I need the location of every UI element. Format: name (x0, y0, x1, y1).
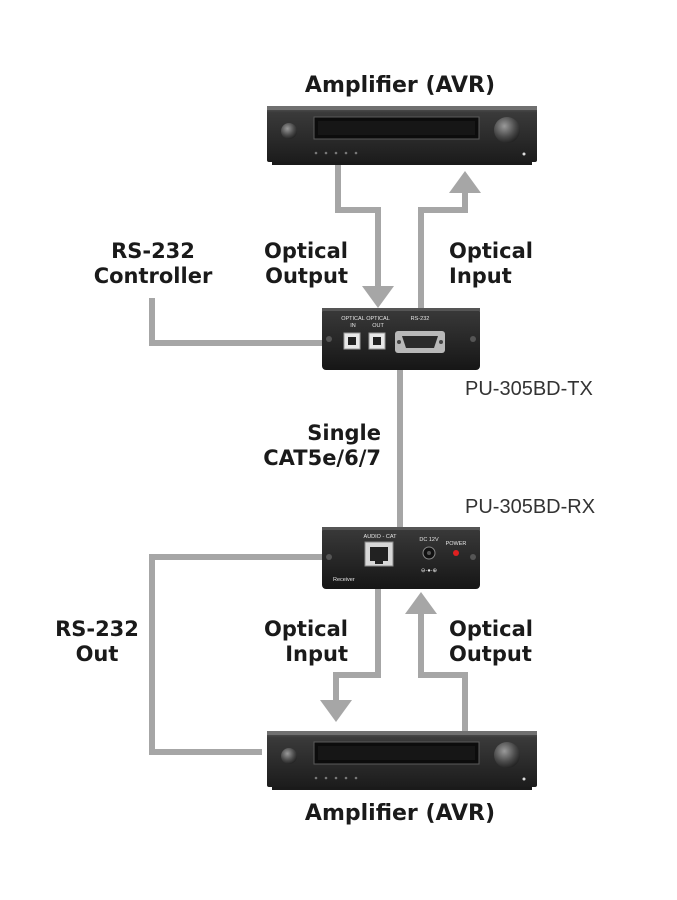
cable-rs232-controller (149, 298, 322, 346)
rx-port-audio-cat-label: AUDIO - CAT (364, 534, 398, 540)
cable-optical-output-bottom (418, 612, 468, 733)
label-optical-input-top-line1: Optical (449, 239, 533, 263)
arrow-heads (320, 171, 481, 722)
model-tx: PU-305BD-TX (465, 378, 593, 400)
rx-polarity-icon: ⊖-●-⊕ (421, 568, 438, 574)
cable-optical-input-top (418, 190, 468, 310)
tx-rs232-port (395, 331, 445, 353)
cable-optical-output-top (335, 163, 381, 290)
label-optical-input-bottom-line2: Input (285, 642, 348, 666)
title-amplifier-bottom: Amplifier (AVR) (305, 801, 495, 826)
arrow-up-top-icon (449, 171, 481, 193)
label-rs232-controller-line1: RS-232 (111, 239, 195, 263)
tx-device: OPTICAL IN OPTICAL OUT RS-232 (322, 308, 480, 370)
arrow-down-top-icon (362, 286, 394, 308)
arrow-down-bottom-icon (320, 700, 352, 722)
label-single-cat-line1: Single (307, 421, 381, 445)
tx-port-rs232-label: RS-232 (411, 316, 430, 322)
tx-port-optical-in-line1: OPTICAL (341, 316, 365, 322)
tx-port-optical-out-line1: OPTICAL (366, 316, 390, 322)
rx-port-power-label: POWER (446, 541, 467, 547)
cable-optical-input-bottom (333, 585, 381, 700)
label-optical-output-top-line1: Optical (264, 239, 348, 263)
model-rx: PU-305BD-RX (465, 496, 595, 518)
label-rs232-out-line1: RS-232 (55, 617, 139, 641)
title-amplifier-top: Amplifier (AVR) (305, 73, 495, 98)
label-optical-input-bottom-line1: Optical (264, 617, 348, 641)
amplifier-bottom (267, 731, 537, 790)
amplifier-top (267, 106, 537, 165)
label-single-cat-line2: CAT5e/6/7 (263, 446, 381, 470)
rx-port-receiver-label: Receiver (333, 577, 355, 583)
cable-rs232-out (149, 554, 322, 755)
label-optical-input-top-line2: Input (449, 264, 512, 288)
label-rs232-controller-line2: Controller (94, 264, 213, 288)
tx-port-optical-out-line2: OUT (372, 323, 384, 329)
label-rs232-out-line2: Out (76, 642, 119, 666)
rx-device: AUDIO - CAT DC 12V POWER Receiver ⊖-●-⊕ (322, 527, 480, 589)
arrow-up-bottom-icon (405, 592, 437, 614)
cables (149, 163, 468, 755)
label-optical-output-bottom-line1: Optical (449, 617, 533, 641)
label-optical-output-top-line2: Output (265, 264, 348, 288)
label-optical-output-bottom-line2: Output (449, 642, 532, 666)
tx-port-optical-in-line2: IN (350, 323, 356, 329)
rx-rj45-port (364, 541, 394, 567)
power-led-icon (453, 550, 459, 556)
rx-port-dc-label: DC 12V (419, 537, 439, 543)
